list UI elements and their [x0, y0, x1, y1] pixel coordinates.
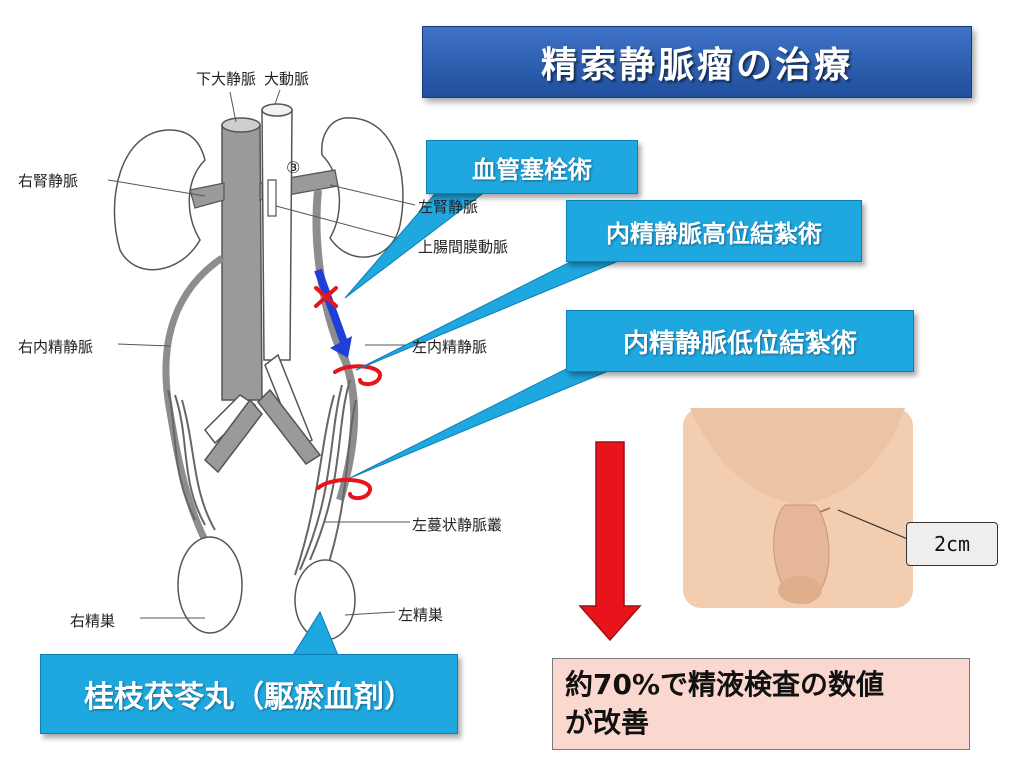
sma-branch	[267, 179, 277, 217]
label-left-testis: 左精巣	[398, 606, 444, 624]
reflux-arrowhead	[330, 336, 352, 358]
label-right-testis: 右精巣	[70, 612, 116, 630]
right-internal-spermatic-vein	[162, 255, 224, 542]
callout-high-ligation: 内精静脈高位結紮術	[566, 200, 862, 262]
right-iliac-gray	[203, 398, 263, 474]
result-arrow	[578, 441, 642, 642]
right-testis	[177, 536, 243, 634]
label-left-renal-vein: 左腎静脈	[418, 198, 479, 216]
callout-embolization: 血管塞栓術	[426, 140, 638, 194]
page-title: 精索静脈瘤の治療	[540, 45, 853, 86]
low-ligation-pointer	[349, 361, 631, 479]
label-leaders	[107, 89, 416, 619]
inferior-vena-cava	[221, 124, 263, 401]
low-ligation-clip	[316, 477, 372, 501]
result-line-1: 約70%で精液検査の数値	[565, 668, 885, 701]
ivc-top	[221, 117, 261, 133]
callout-low-ligation: 内精静脈低位結紮術	[566, 310, 914, 372]
label-aorta: 大動脈	[264, 70, 310, 88]
label-left-plexus: 左蔓状静脈叢	[412, 516, 503, 534]
label-right-renal-vein: 右腎静脈	[18, 172, 79, 190]
callout-herbal-medicine: 桂枝茯苓丸（駆瘀血剤）	[40, 654, 458, 734]
high-ligation-clip	[333, 364, 382, 387]
aorta	[261, 109, 293, 361]
right-kidney	[113, 129, 206, 271]
marker-3: ③	[286, 158, 301, 177]
left-kidney	[321, 117, 404, 258]
label-ivc: 下大静脈	[196, 70, 257, 88]
right-renal-vein	[189, 182, 225, 209]
groin-illustration	[683, 408, 913, 608]
title-banner: 精索静脈瘤の治療	[422, 26, 972, 98]
right-pampiniform-plexus	[167, 389, 216, 531]
incision-size: 2cm	[933, 532, 971, 556]
left-internal-spermatic-vein	[312, 189, 359, 502]
aorta-top	[261, 103, 293, 117]
label-left-int-spermatic: 左内精静脈	[412, 338, 488, 356]
venous-reflux-arrow	[314, 268, 349, 347]
incision-mark	[819, 507, 831, 513]
incision-size-box: 2cm	[906, 522, 998, 566]
result-line-2: が改善	[565, 706, 650, 739]
label-sma: 上腸間膜動脈	[418, 238, 509, 256]
result-box: 約70%で精液検査の数値 が改善	[552, 658, 970, 750]
label-right-int-spermatic: 右内精静脈	[18, 338, 94, 356]
iliac-right-gray	[257, 388, 322, 466]
embolization-mark	[314, 286, 338, 308]
